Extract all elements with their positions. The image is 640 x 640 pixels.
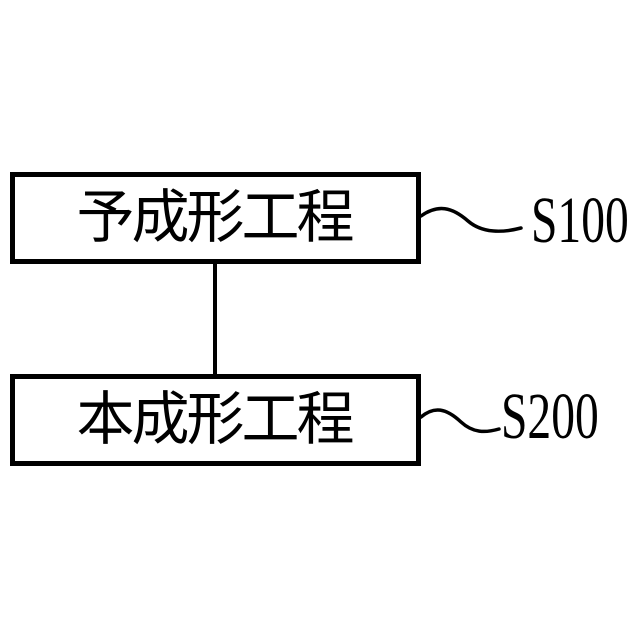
process-box-preforming-label: 予成形工程 [76, 185, 354, 250]
process-box-preforming: 予成形工程 [10, 172, 421, 264]
step-label-s200: S200 [501, 380, 599, 453]
step-label-s100: S100 [531, 184, 629, 257]
s200-leader-squiggle [419, 408, 501, 434]
process-box-mainforming: 本成形工程 [10, 374, 421, 466]
process-box-mainforming-label: 本成形工程 [76, 387, 354, 452]
s100-leader-squiggle [419, 206, 523, 233]
